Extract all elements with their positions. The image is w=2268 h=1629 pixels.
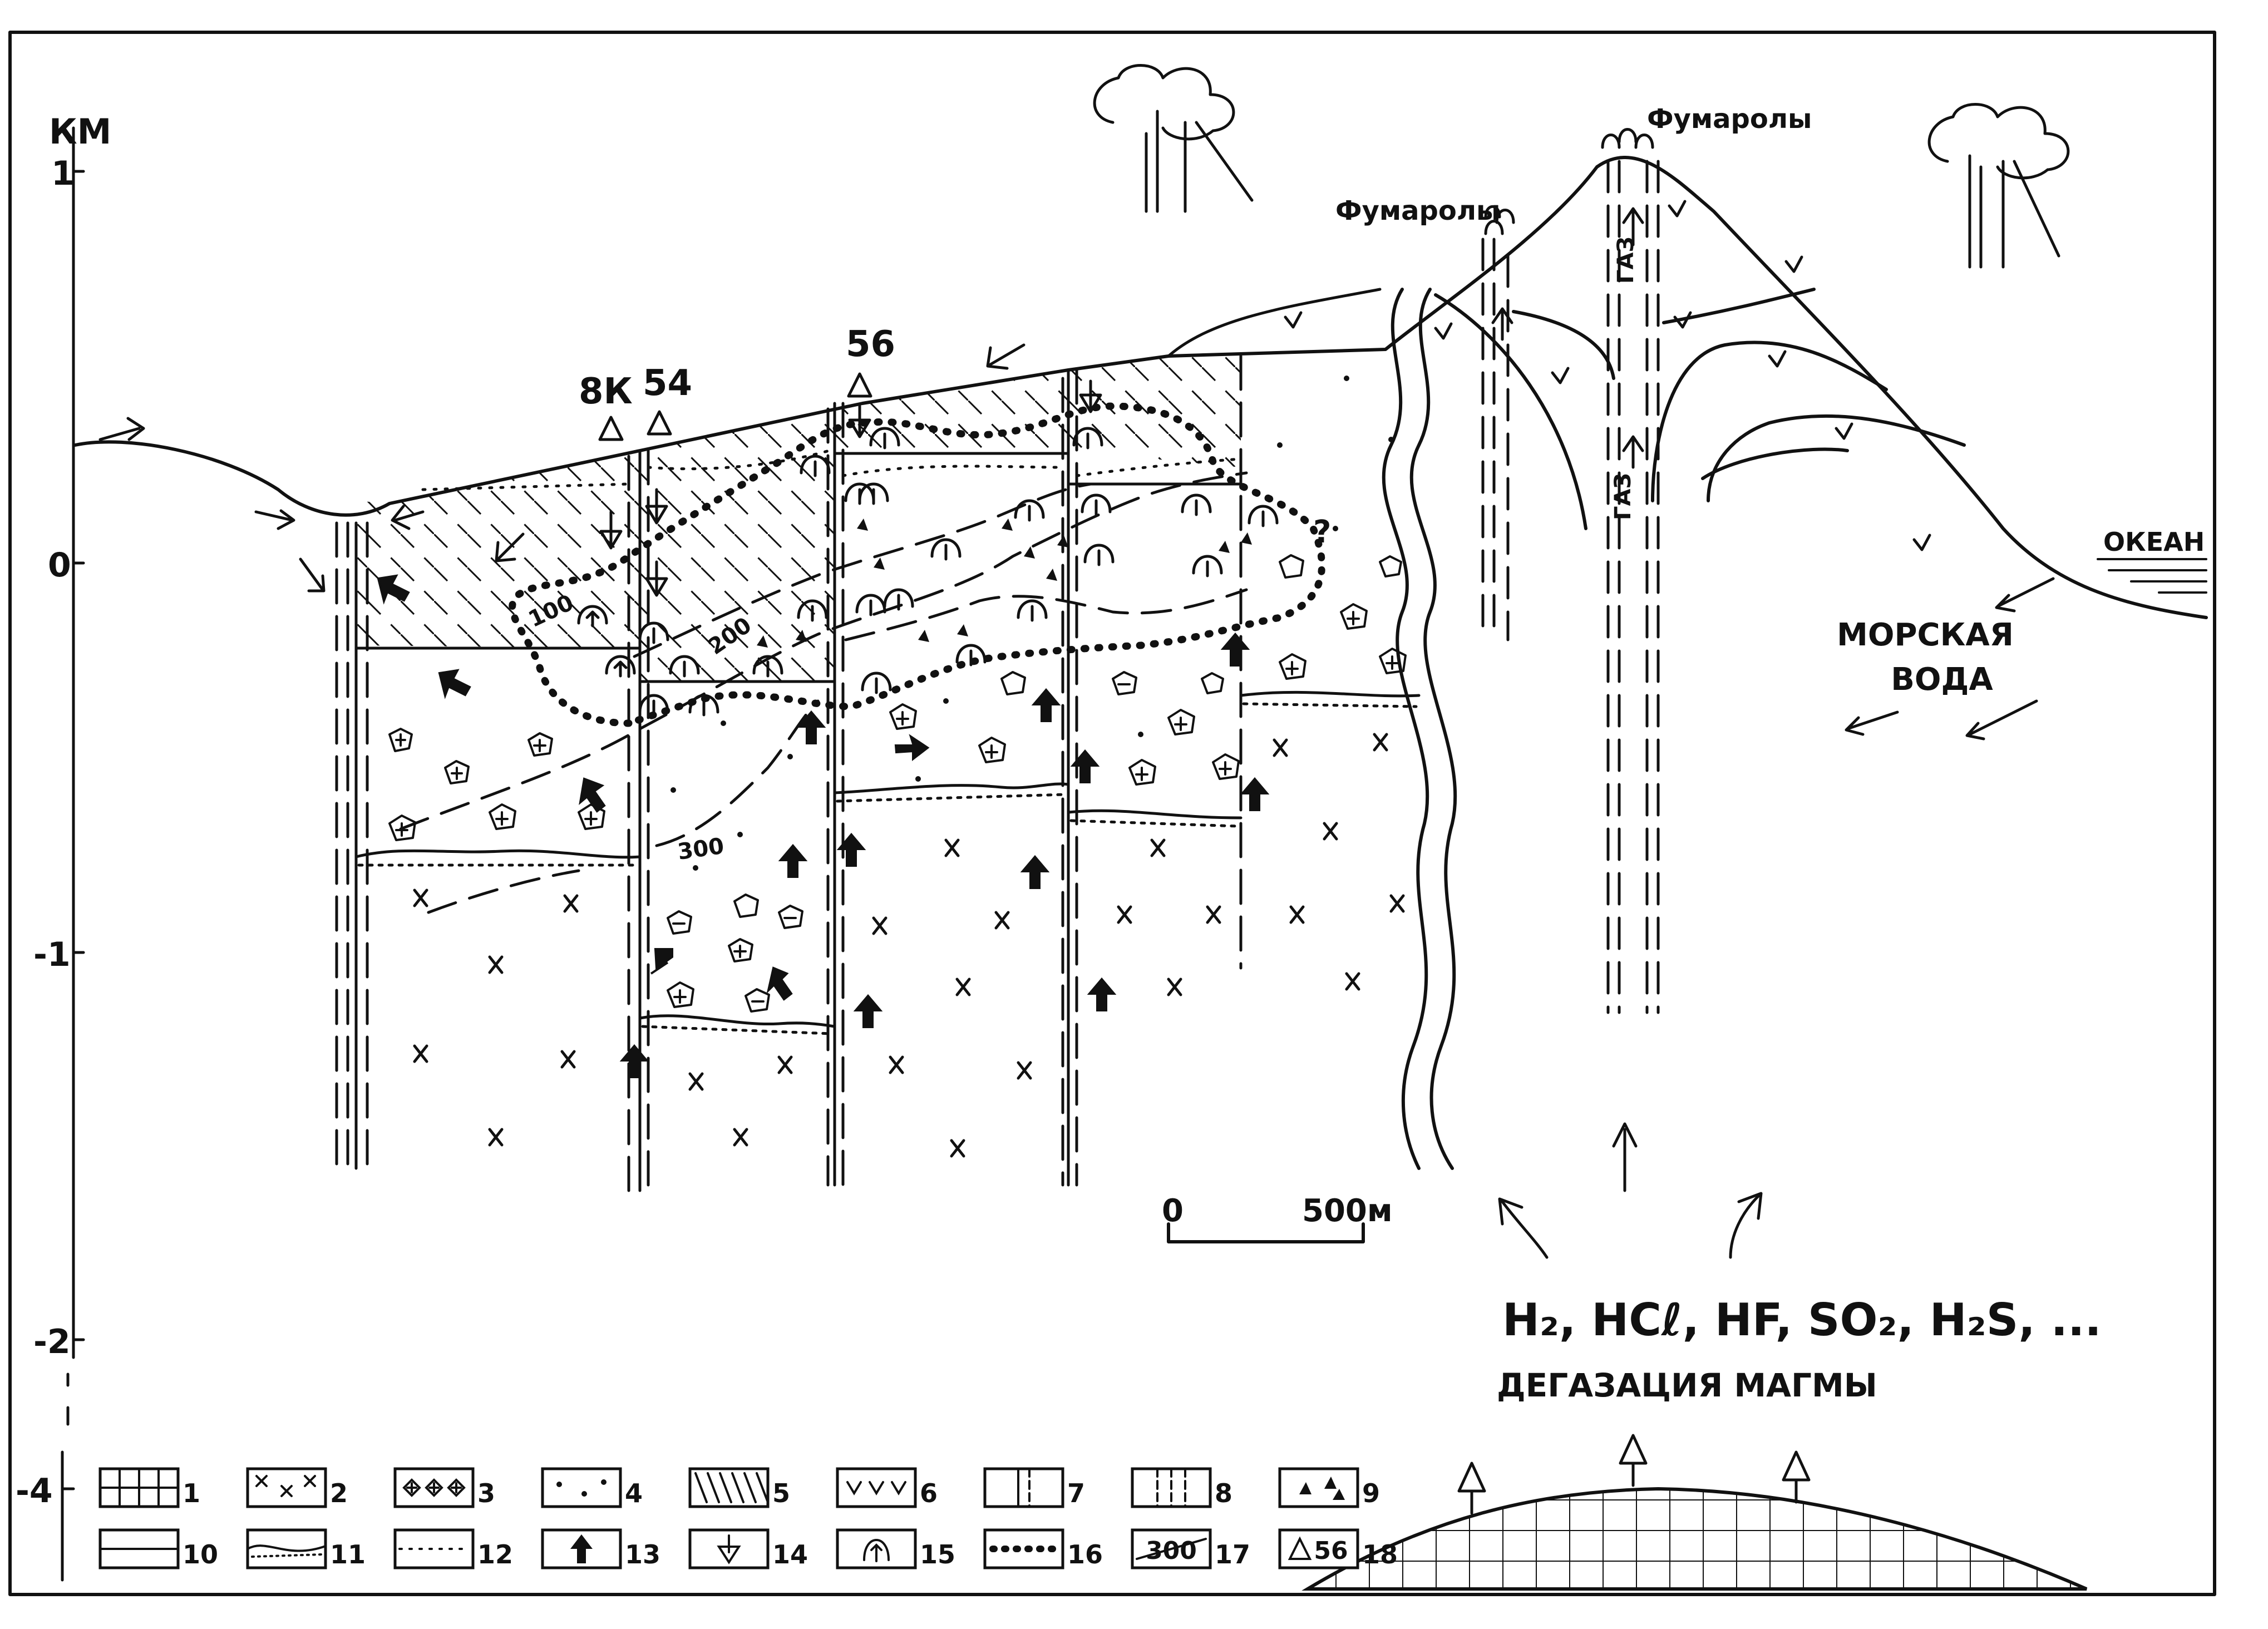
legend-item-number: 4 [625,1478,643,1508]
question-mark: ? [1313,514,1331,550]
y-axis: КМ 1 0 -1 -2 -4 [16,111,111,1582]
y-tick-label: 0 [48,546,71,585]
ground-surface [73,155,2208,619]
scale-bar-end: 500м [1302,1193,1393,1229]
gas-arrow-icons [1491,207,1763,1259]
legend-item-number: 5 [772,1478,790,1508]
scale-bar [1167,1222,1365,1243]
legend-item-number: 10 [183,1539,218,1569]
legend-item-4: 4 [541,1467,643,1508]
volcano-channels [1382,288,1966,1170]
gas-formula-label: H₂, HCℓ, HF, SO₂, H₂S, ... [1502,1294,2102,1346]
downflow-arrow-icons [599,379,1102,597]
isotherms [399,471,1248,914]
upflow-arrow-icons [377,574,1270,1078]
x-marks [413,733,1405,1158]
legend-item-number: 15 [920,1539,955,1569]
legend-item-14: 14 [688,1528,808,1569]
well-label-56: 56 [846,324,895,365]
degassing-arrow-icons [1457,1434,1811,1515]
legend-item-number: 16 [1067,1539,1103,1569]
isotherm-label: 300 [676,833,726,865]
legend-item-number: 3 [477,1478,495,1508]
legend-item-10: 10 [98,1528,218,1569]
dot-marks [670,376,1394,871]
legend-item-text: 56 [1314,1537,1348,1565]
y-tick-label: -4 [16,1472,53,1510]
steam-zone-boundary [509,402,1326,727]
magma-chamber [1301,1487,2088,1591]
well-markers [598,372,872,441]
block-boundaries [354,452,1243,683]
legend-item-number: 1 [183,1478,200,1508]
ocean [2097,558,2207,594]
legend-item-number: 12 [477,1539,513,1569]
v-marks [1284,200,1931,551]
clast-marks [388,554,1407,1013]
gas-label: ГАЗ [1613,236,1639,284]
sea-water-label-2: ВОДА [1891,662,1993,698]
legend-item-text: 300 [1146,1537,1197,1565]
well-label-54: 54 [643,363,692,404]
legend-item-11: 11 [246,1528,366,1569]
legend-item-number: 9 [1362,1478,1380,1508]
triangle-marks [757,519,1252,648]
legend-item-3: 3 [393,1467,495,1508]
legend-item-number: 11 [330,1539,366,1569]
gas-channels [1481,160,1660,1014]
y-tick-label: -2 [33,1322,71,1361]
ocean-label: ОКЕАН [2103,527,2205,557]
legend-item-1: 1 [98,1467,200,1508]
frame [8,31,2216,1596]
legend-item-number: 7 [1067,1478,1085,1508]
steam-symbol-icons [577,427,1279,717]
rain-cloud-icon [1093,64,1254,213]
legend-item-number: 6 [920,1478,938,1508]
legend-item-2: 2 [246,1467,348,1508]
dotted-lines [421,449,1243,491]
y-tick-label: -1 [33,935,71,974]
fumarole-icons [1484,128,1654,235]
legend-item-17: 300 17 [1131,1528,1250,1569]
legend-item-number: 17 [1215,1539,1250,1569]
fumaroles-label-right: Фумаролы [1647,103,1812,135]
clay-cap-layer [356,356,1241,682]
inflow-arrow-icons [98,343,2055,741]
legend-item-13: 13 [541,1528,660,1569]
legend-item-number: 18 [1362,1539,1398,1569]
y-tick-label: 1 [51,154,75,193]
fumaroles-label-left: Фумаролы [1335,195,1500,226]
well-label-8k: 8К [579,371,633,412]
scale-bar-start: 0 [1162,1193,1184,1229]
wavy-boundaries [354,690,1421,1035]
y-axis-unit: КМ [49,111,111,152]
legend-item-16: 16 [983,1528,1103,1569]
legend-item-number: 8 [1215,1478,1232,1508]
legend-item-7: 7 [983,1467,1085,1508]
upper-ridge [1167,288,1382,358]
legend-item-number: 14 [772,1539,808,1569]
legend-item-number: 2 [330,1478,348,1508]
legend-item-8: 8 [1131,1467,1232,1508]
legend-item-6: 6 [836,1467,938,1508]
legend-item-15: 15 [836,1528,955,1569]
legend-item-number: 13 [625,1539,660,1569]
gas-label: ГАЗ [1610,473,1636,520]
legend-item-12: 12 [393,1528,513,1569]
legend-item-9: 9 [1278,1467,1380,1508]
degassing-label: ДЕГАЗАЦИЯ МАГМЫ [1497,1366,1877,1404]
rain-cloud-icon [1927,103,2070,269]
legend-item-18: 56 18 [1278,1528,1398,1569]
sea-water-label-1: МОРСКАЯ [1837,617,2014,653]
legend-item-5: 5 [688,1467,790,1508]
